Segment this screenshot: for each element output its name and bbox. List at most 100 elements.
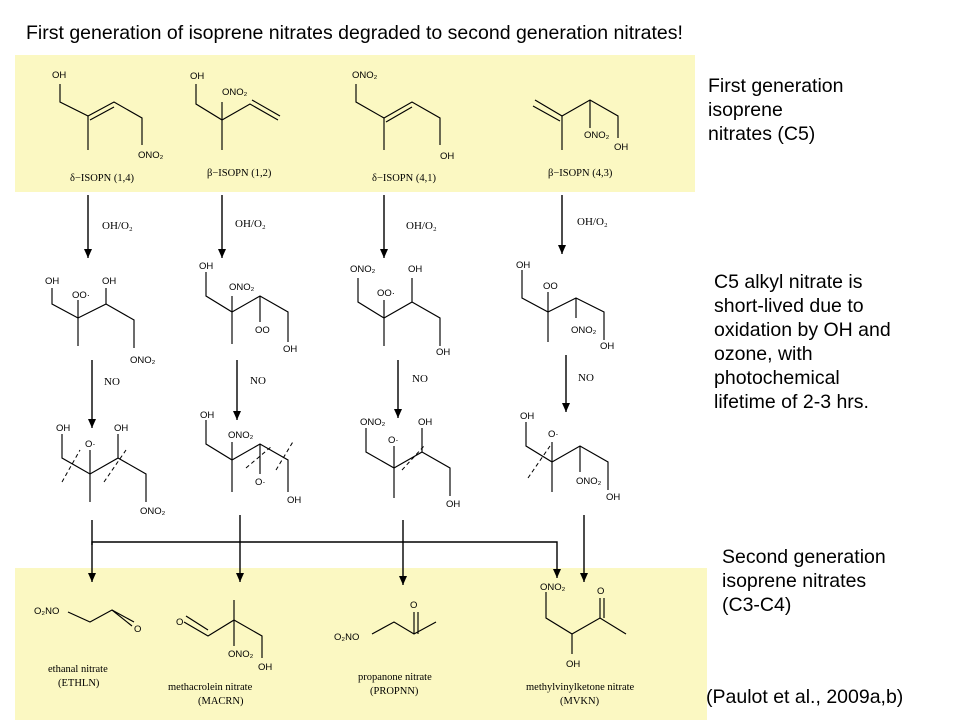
hydroxyl-label: OH (56, 423, 70, 434)
compound-name-mvkn: methylvinylketone nitrate (526, 682, 635, 693)
c5-lifetime-note: C5 alkyl nitrate is short-lived due to o… (714, 270, 891, 414)
peroxy-radical-2: OH ONO₂ OO OH (199, 261, 297, 355)
hydroxyl-label: OH (566, 659, 580, 670)
second-generation-label-line: Second generation (722, 546, 886, 568)
decomposition-step (88, 515, 588, 585)
second-generation-label-line: (C3-C4) (722, 594, 792, 616)
oh-o2-reaction-step: OH/O₂ OH/O₂ OH/O₂ OH/O₂ (84, 195, 608, 258)
c5-lifetime-note-line: lifetime of 2-3 hrs. (714, 391, 869, 413)
nitrate-group-label: ONO₂ (138, 150, 164, 161)
hydroxyl-label: OH (606, 492, 620, 503)
hydroxyl-label: OH (418, 417, 432, 428)
compound-name-ethln-abbrev: (ETHLN) (58, 678, 100, 689)
nitrate-group-label: ONO₂ (140, 506, 166, 517)
compound-name-delta-isopn-4-1: δ−ISOPN (4,1) (372, 173, 436, 184)
alkoxy-radical-3: ONO₂ OH O· OH (360, 417, 460, 510)
nitrate-group-label: ONO₂ (228, 649, 254, 660)
hydroxyl-label: OH (614, 142, 628, 153)
reagent-no: NO (104, 376, 120, 388)
peroxy-radical-4: OH OO ONO₂ OH (516, 260, 614, 352)
propanone-nitrate-structure: O₂NO O propanone nitrate (PROPNN) (334, 600, 437, 697)
hydroxyl-label: OH (45, 276, 59, 287)
hydroxyl-label: OH (436, 347, 450, 358)
peroxy-label: OO (255, 325, 270, 336)
c5-lifetime-note-line: oxidation by OH and (714, 319, 891, 341)
no-reaction-step: NO NO NO NO (88, 355, 594, 428)
second-generation-label: Second generation isoprene nitrates (C3-… (722, 545, 886, 617)
c5-lifetime-note-line: short-lived due to (714, 295, 864, 317)
first-generation-label-line: First generation (708, 75, 844, 97)
hydroxyl-label: OH (600, 341, 614, 352)
hydroxyl-label: OH (258, 662, 272, 673)
nitrate-group-label: ONO₂ (222, 87, 248, 98)
first-generation-band (15, 55, 695, 192)
nitrate-group-label: O₂NO (334, 632, 359, 643)
slide-title: First generation of isoprene nitrates de… (26, 22, 683, 44)
methylvinylketone-nitrate-structure: ONO₂ O OH methylvinylketone nitrate (MVK… (526, 582, 635, 707)
compound-name-mvkn-abbrev: (MVKN) (560, 696, 600, 707)
nitrate-group-label: ONO₂ (571, 325, 597, 336)
hydroxyl-label: OH (200, 410, 214, 421)
reagent-oh-o2: OH/O₂ (235, 218, 266, 230)
delta-isopn-1-4-structure: OH ONO₂ δ−ISOPN (1,4) (52, 70, 164, 184)
nitrate-group-label: ONO₂ (350, 264, 376, 275)
nitrate-group-label: ONO₂ (584, 130, 610, 141)
citation: (Paulot et al., 2009a,b) (706, 686, 904, 708)
alkoxy-label: O· (548, 429, 559, 440)
alkoxy-label: O· (255, 477, 266, 488)
compound-name-delta-isopn-1-4: δ−ISOPN (1,4) (70, 173, 134, 184)
nitrate-group-label: ONO₂ (352, 70, 378, 81)
peroxy-label: OO· (72, 290, 90, 301)
compound-name-propnn-abbrev: (PROPNN) (370, 686, 419, 697)
hydroxyl-label: OH (52, 70, 66, 81)
alkoxy-label: O· (388, 435, 399, 446)
compound-name-macrn-abbrev: (MACRN) (198, 696, 244, 707)
nitrate-group-label: ONO₂ (360, 417, 386, 428)
nitrate-group-label: ONO₂ (576, 476, 602, 487)
second-generation-band (15, 568, 707, 720)
reagent-no: NO (412, 373, 428, 385)
hydroxyl-label: OH (446, 499, 460, 510)
hydroxyl-label: OH (440, 151, 454, 162)
reagent-no: NO (578, 372, 594, 384)
first-generation-label-line: isoprene (708, 99, 783, 121)
c5-lifetime-note-line: ozone, with (714, 343, 813, 365)
peroxy-label: OO· (377, 288, 395, 299)
ethanal-nitrate-structure: O₂NO O ethanal nitrate (ETHLN) (34, 606, 141, 689)
hydroxyl-label: OH (114, 423, 128, 434)
compound-name-beta-isopn-1-2: β−ISOPN (1,2) (207, 168, 272, 179)
delta-isopn-4-1-structure: ONO₂ OH δ−ISOPN (4,1) (352, 70, 454, 184)
first-generation-label: First generation isoprene nitrates (C5) (708, 74, 843, 146)
alkoxy-radical-1: OH OH O· ONO₂ (56, 423, 166, 517)
methacrolein-nitrate-structure: O ONO₂ OH methacrolein nitrate (MACRN) (168, 600, 272, 707)
peroxy-radical-1: OH OH OO· ONO₂ (45, 276, 156, 366)
alkoxy-radical-4: OH O· ONO₂ OH (520, 411, 620, 503)
peroxy-radical-3: ONO₂ OH OO· OH (350, 264, 450, 358)
reagent-oh-o2: OH/O₂ (102, 220, 133, 232)
compound-name-ethln: ethanal nitrate (48, 664, 108, 675)
hydroxyl-label: OH (520, 411, 534, 422)
carbonyl-oxygen-label: O (176, 617, 183, 628)
hydroxyl-label: OH (283, 344, 297, 355)
hydroxyl-label: OH (287, 495, 301, 506)
alkoxy-radical-2: OH ONO₂ O· OH (200, 410, 301, 506)
carbonyl-oxygen-label: O (134, 624, 141, 635)
carbonyl-oxygen-label: O (597, 586, 604, 597)
hydroxyl-label: OH (408, 264, 422, 275)
compound-name-macrn: methacrolein nitrate (168, 682, 253, 693)
nitrate-group-label: ONO₂ (130, 355, 156, 366)
peroxy-label: OO (543, 281, 558, 292)
alkoxy-label: O· (85, 439, 96, 450)
compound-name-beta-isopn-4-3: β−ISOPN (4,3) (548, 168, 613, 179)
hydroxyl-label: OH (199, 261, 213, 272)
c5-lifetime-note-line: C5 alkyl nitrate is (714, 271, 863, 293)
beta-isopn-1-2-structure: OH ONO₂ β−ISOPN (1,2) (190, 71, 281, 179)
nitrate-group-label: ONO₂ (229, 282, 255, 293)
carbonyl-oxygen-label: O (410, 600, 417, 611)
beta-isopn-4-3-structure: ONO₂ OH β−ISOPN (4,3) (532, 99, 628, 179)
second-generation-label-line: isoprene nitrates (722, 570, 867, 592)
reagent-oh-o2: OH/O₂ (406, 220, 437, 232)
nitrate-group-label: ONO₂ (228, 430, 254, 441)
reagent-no: NO (250, 375, 266, 387)
